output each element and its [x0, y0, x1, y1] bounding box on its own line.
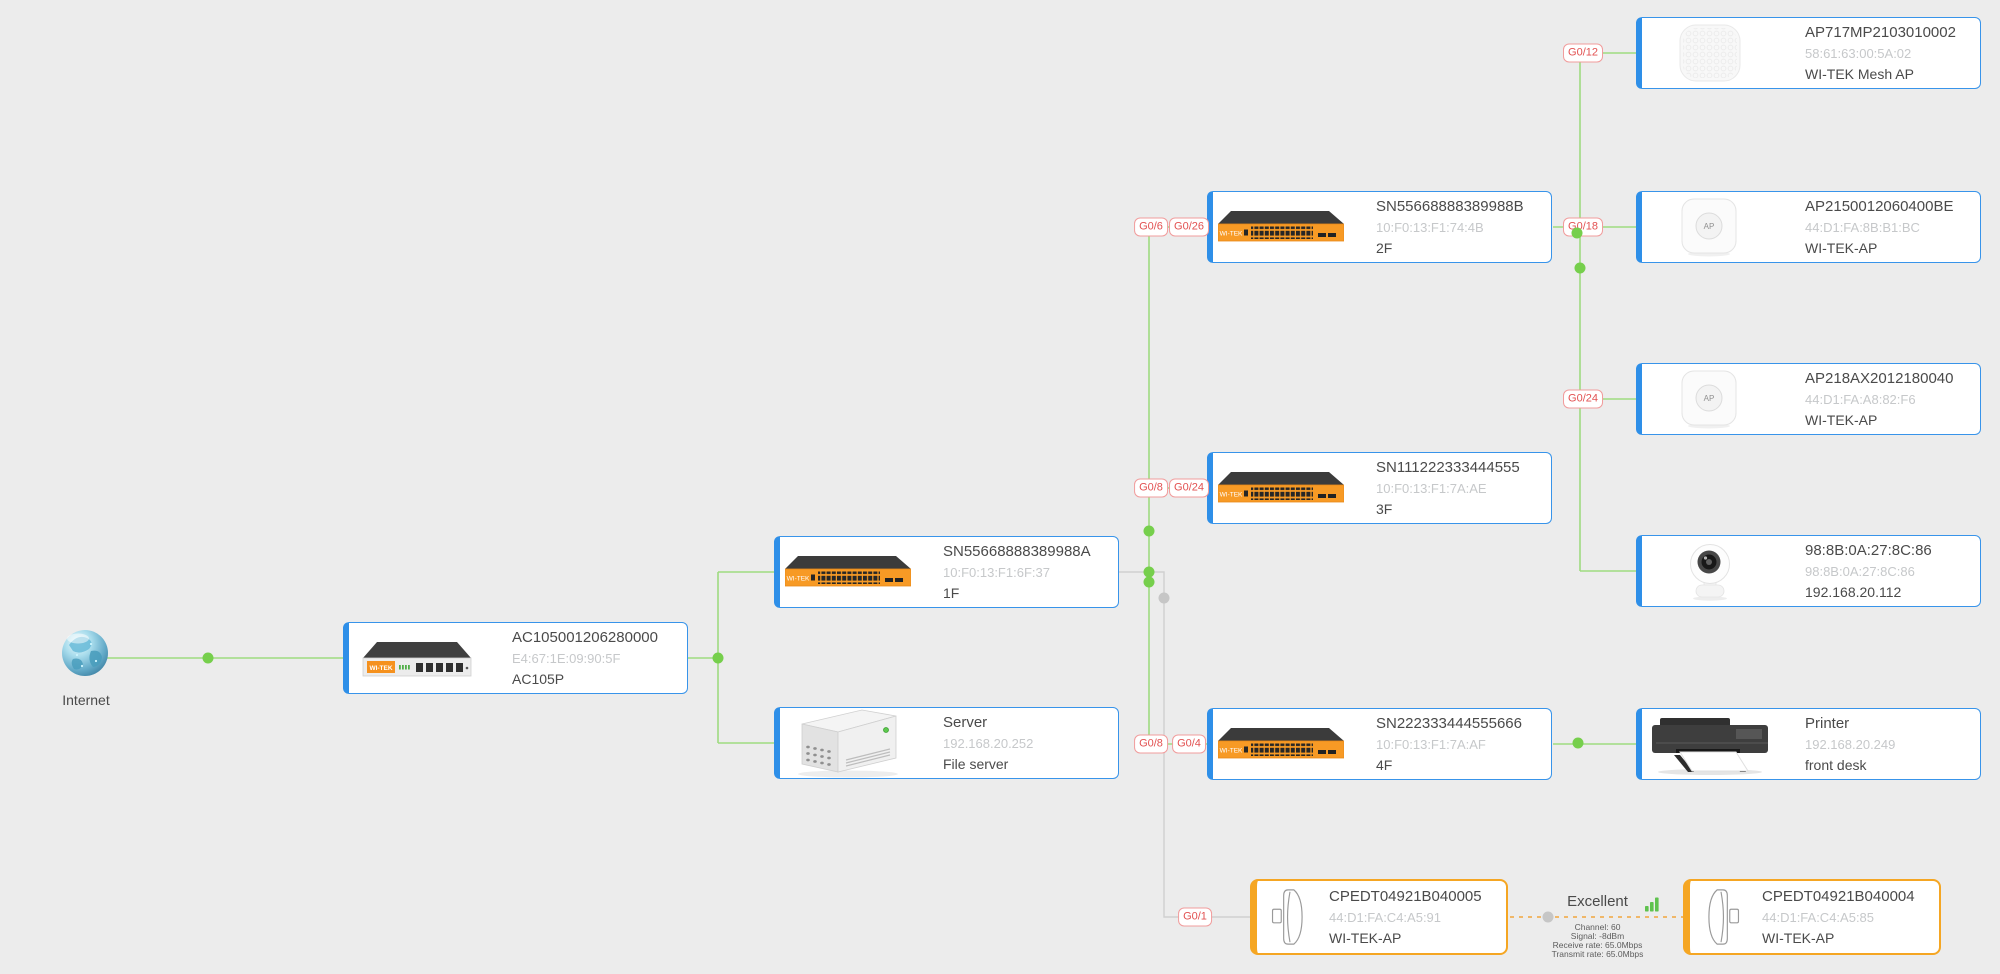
printer-icon	[1642, 713, 1777, 775]
ap-icon	[1642, 197, 1777, 257]
node-description: File server	[943, 755, 1009, 772]
port-label-g0-8: G0/8	[1134, 478, 1168, 498]
port-label-g0-18: G0/18	[1563, 217, 1603, 237]
node-title: AP218AX2012180040	[1805, 369, 1954, 387]
wireless-channel: Channel: 60	[1574, 922, 1621, 932]
port-label-g0-8b: G0/8	[1134, 734, 1168, 754]
cpe-icon	[1257, 886, 1321, 948]
node-location: 4F	[1376, 756, 1393, 773]
node-switch-1f[interactable]: SN55668888389988A 10:F0:13:F1:6F:37 1F	[774, 536, 1119, 608]
wireless-receive-rate: Receive rate: 65.0Mbps	[1552, 940, 1643, 950]
node-location: 2F	[1376, 239, 1393, 256]
node-mac: 10:F0:13:F1:7A:AE	[1376, 480, 1487, 496]
node-switch-3f[interactable]: SN111222333444555 10:F0:13:F1:7A:AE 3F	[1207, 452, 1552, 524]
switch-icon	[1213, 211, 1348, 243]
node-mac: 44:D1:FA:8B:B1:BC	[1805, 219, 1920, 235]
node-mac: 44:D1:FA:C4:A5:91	[1329, 909, 1442, 925]
node-title: Printer	[1805, 714, 1850, 732]
port-label-g0-24b: G0/24	[1563, 389, 1603, 409]
server-icon	[780, 708, 915, 778]
node-ac-controller[interactable]: AC105001206280000 E4:67:1E:09:90:5F AC10…	[343, 622, 688, 694]
node-switch-2f[interactable]: SN55668888389988B 10:F0:13:F1:74:4B 2F	[1207, 191, 1552, 263]
node-switch-4f[interactable]: SN222333444555666 10:F0:13:F1:7A:AF 4F	[1207, 708, 1552, 780]
node-mac: E4:67:1E:09:90:5F	[512, 650, 621, 666]
switch-icon	[780, 556, 915, 588]
switch-icon	[1213, 472, 1348, 504]
node-ap-218ax[interactable]: AP218AX2012180040 44:D1:FA:A8:82:F6 WI-T…	[1636, 363, 1981, 435]
internet-globe-icon	[62, 630, 108, 676]
node-type: WI-TEK-AP	[1762, 929, 1835, 946]
node-title: AP717MP2103010002	[1805, 23, 1956, 41]
node-printer[interactable]: Printer 192.168.20.249 front desk	[1636, 708, 1981, 780]
node-title: SN55668888389988A	[943, 542, 1091, 560]
node-camera[interactable]: 98:8B:0A:27:8C:86 98:8B:0A:27:8C:86 192.…	[1636, 535, 1981, 607]
port-label-g0-12: G0/12	[1563, 43, 1603, 63]
link-ac-branch	[688, 571, 774, 744]
node-type: WI-TEK-AP	[1805, 411, 1878, 428]
node-title: SN111222333444555	[1376, 458, 1520, 476]
node-cpe-040005[interactable]: CPEDT04921B040005 44:D1:FA:C4:A5:91 WI-T…	[1250, 879, 1508, 955]
node-ip: 192.168.20.249	[1805, 736, 1896, 752]
node-title: AP2150012060400BE	[1805, 197, 1954, 215]
mesh-ap-icon	[1642, 23, 1777, 83]
node-mac: 10:F0:13:F1:7A:AF	[1376, 736, 1486, 752]
node-ap-2150[interactable]: AP2150012060400BE 44:D1:FA:8B:B1:BC WI-T…	[1636, 191, 1981, 263]
internet-label: Internet	[62, 692, 110, 708]
ap-icon	[1642, 369, 1777, 429]
port-label-g0-1: G0/1	[1178, 907, 1212, 927]
node-title: CPEDT04921B040005	[1329, 887, 1482, 905]
wireless-quality-label: Excellent	[1567, 893, 1628, 910]
port-label-g0-24: G0/24	[1169, 478, 1209, 498]
router-icon	[349, 636, 484, 680]
node-description: front desk	[1805, 756, 1867, 773]
wireless-signal: Signal: -8dBm	[1570, 931, 1625, 941]
wireless-link-details: Channel: 60 Signal: -8dBm Receive rate: …	[1505, 923, 1690, 959]
node-mac: 44:D1:FA:A8:82:F6	[1805, 391, 1916, 407]
node-type: WI-TEK-AP	[1329, 929, 1402, 946]
node-type: WI-TEK-AP	[1805, 239, 1878, 256]
node-mesh-ap[interactable]: AP717MP2103010002 58:61:63:00:5A:02 WI-T…	[1636, 17, 1981, 89]
node-location: 3F	[1376, 500, 1393, 517]
node-ip: 192.168.20.252	[943, 735, 1034, 751]
wireless-transmit-rate: Transmit rate: 65.0Mbps	[1551, 949, 1644, 959]
node-title: CPEDT04921B040004	[1762, 887, 1915, 905]
node-cpe-040004[interactable]: CPEDT04921B040004 44:D1:FA:C4:A5:85 WI-T…	[1683, 879, 1941, 955]
node-mac: 98:8B:0A:27:8C:86	[1805, 563, 1915, 579]
internet-node[interactable]	[60, 628, 110, 683]
node-model: AC105P	[512, 670, 565, 687]
node-title: Server	[943, 713, 988, 731]
camera-icon	[1642, 541, 1777, 601]
switch-icon	[1213, 728, 1348, 760]
node-mac: 10:F0:13:F1:74:4B	[1376, 219, 1484, 235]
port-label-g0-6: G0/6	[1134, 217, 1168, 237]
node-title: 98:8B:0A:27:8C:86	[1805, 541, 1932, 559]
link-2f-trunk	[1553, 52, 1636, 572]
node-title: SN55668888389988B	[1376, 197, 1524, 215]
signal-strength-icon	[1645, 897, 1661, 917]
node-title: AC105001206280000	[512, 628, 658, 646]
node-mac: 58:61:63:00:5A:02	[1805, 45, 1912, 61]
port-label-g0-26: G0/26	[1169, 217, 1209, 237]
node-mac: 10:F0:13:F1:6F:37	[943, 564, 1050, 580]
port-label-g0-4: G0/4	[1172, 734, 1206, 754]
node-title: SN222333444555666	[1376, 714, 1522, 732]
node-mac: 44:D1:FA:C4:A5:85	[1762, 909, 1875, 925]
node-type: WI-TEK Mesh AP	[1805, 65, 1914, 82]
cpe-icon	[1690, 886, 1754, 948]
node-location: 1F	[943, 584, 960, 601]
node-ip: 192.168.20.112	[1805, 583, 1902, 600]
node-server[interactable]: Server 192.168.20.252 File server	[774, 707, 1119, 779]
